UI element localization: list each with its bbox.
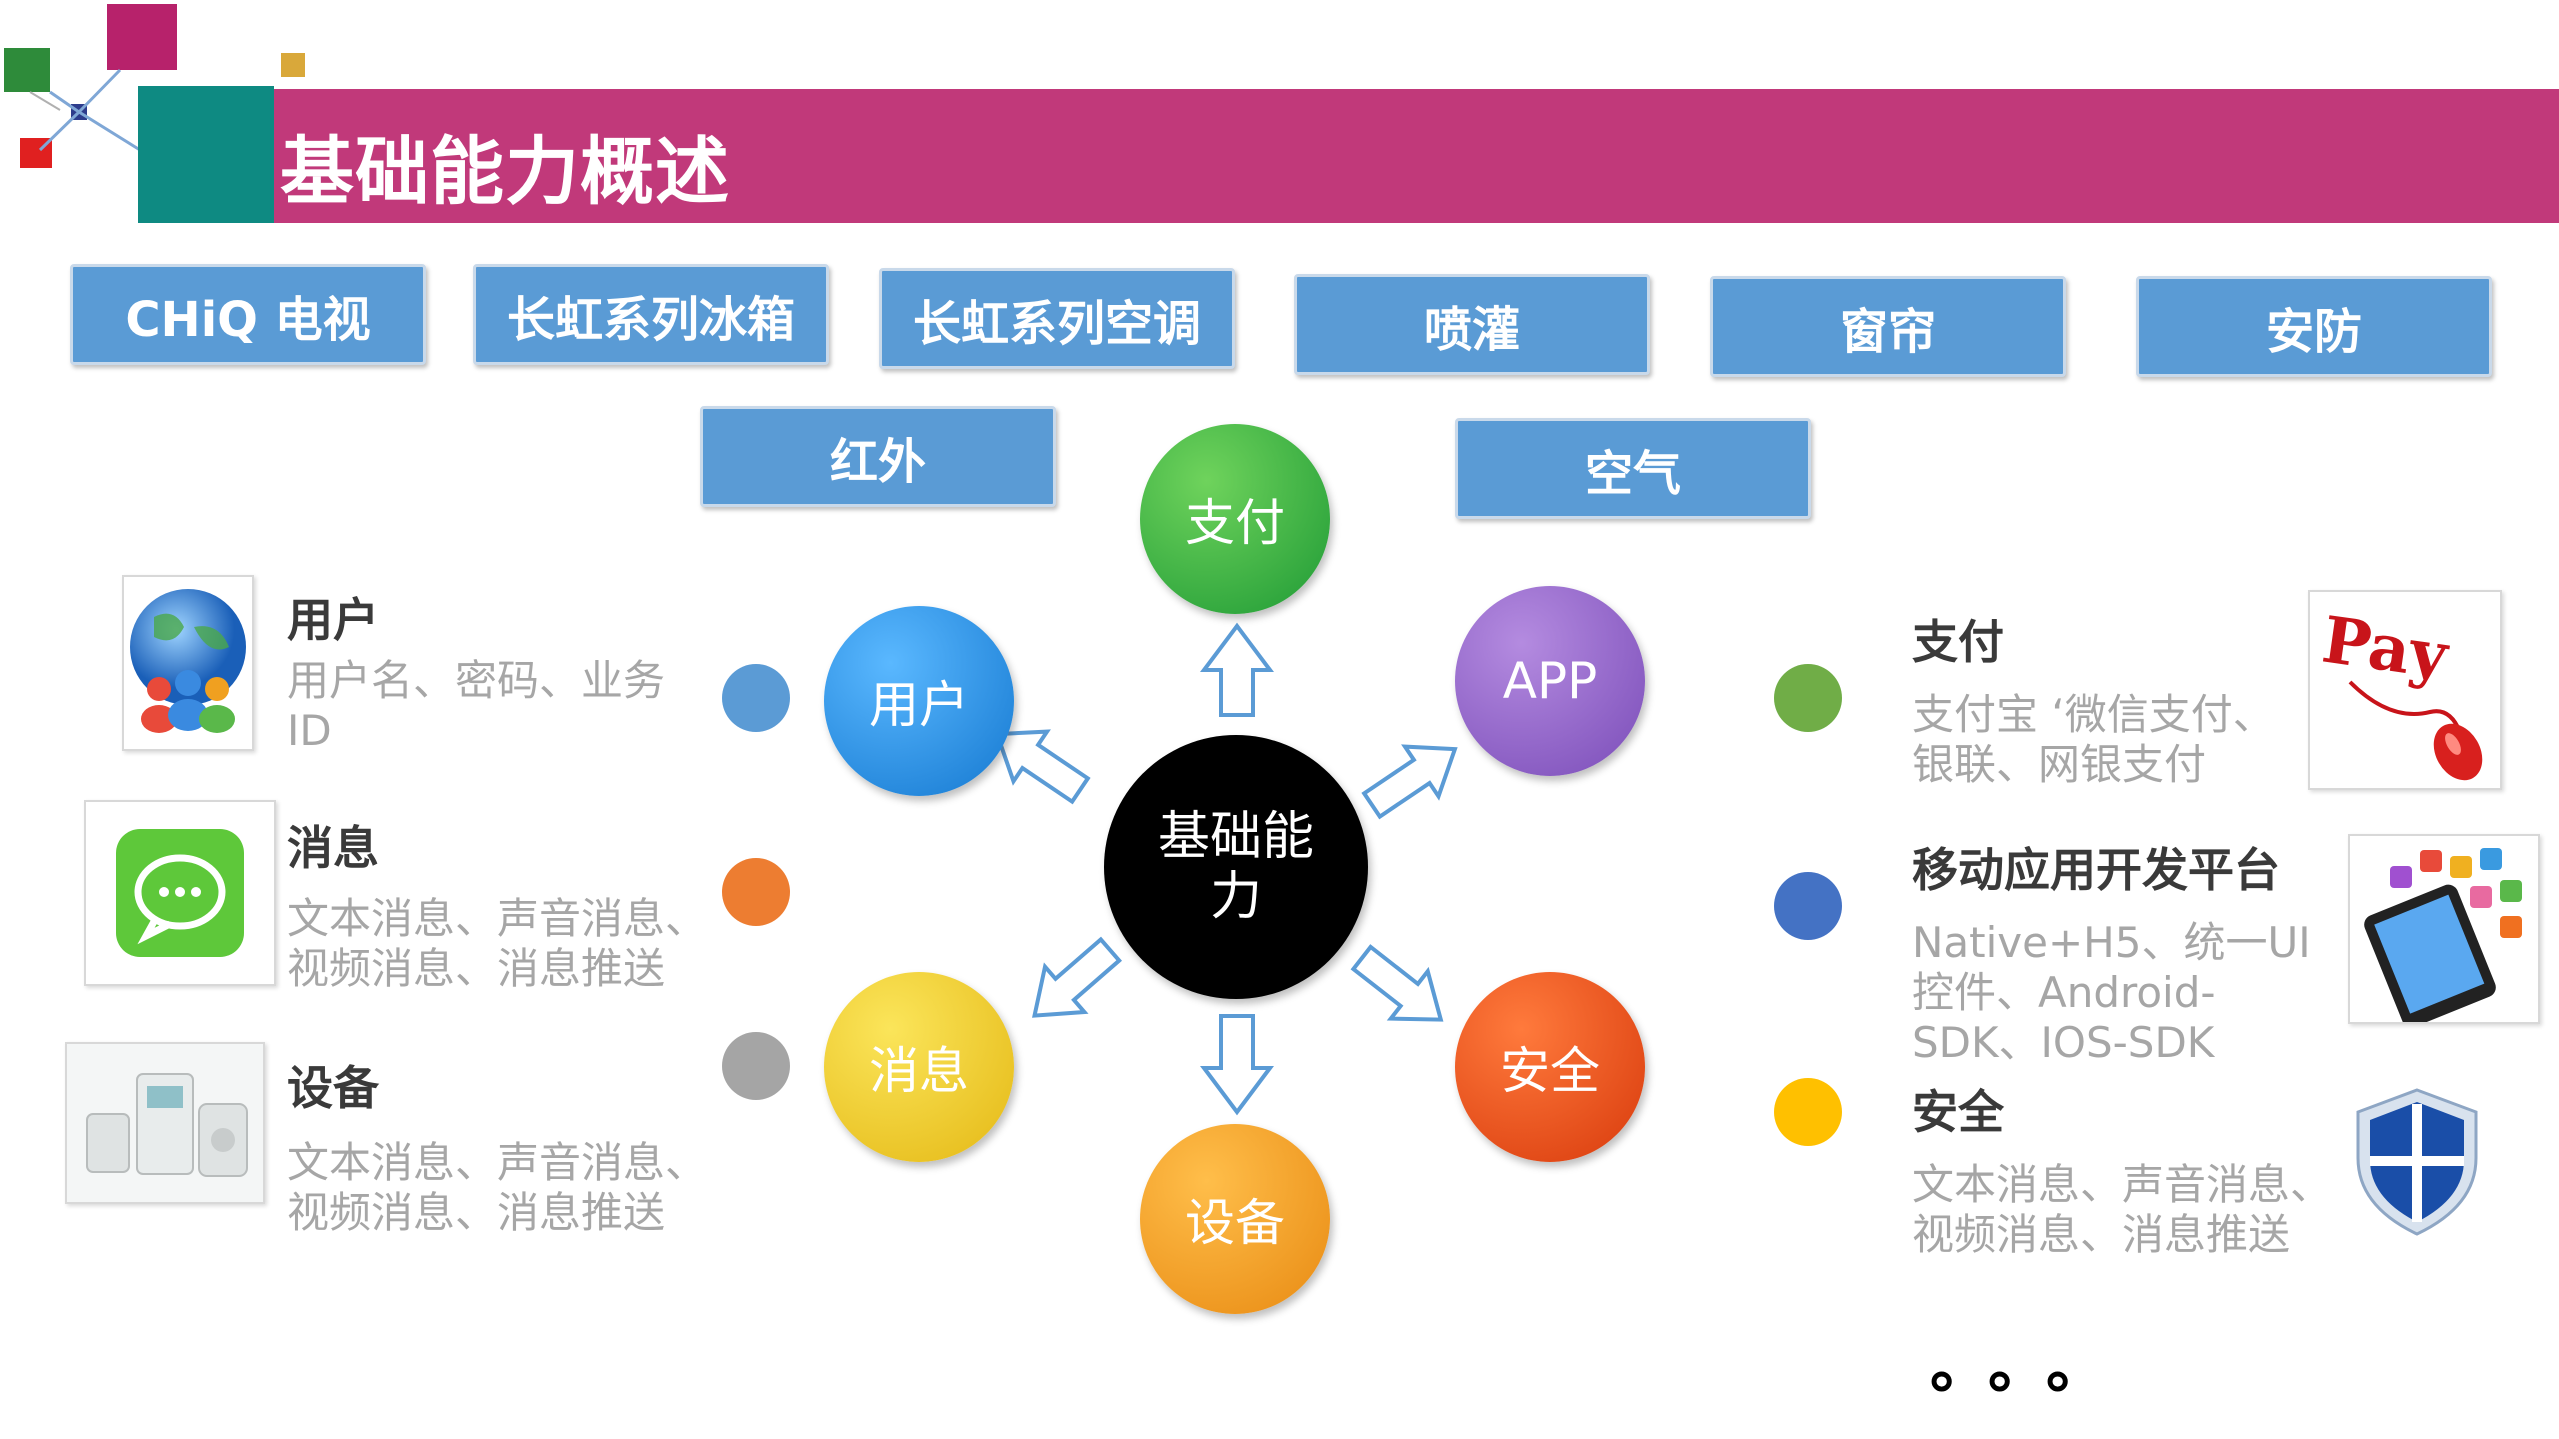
left-feature-message-desc: 文本消息、声音消息、视频消息、消息推送 [287,894,708,993]
tag-chiq-tv: CHiQ 电视 [70,264,426,365]
tag-fridge: 长虹系列冰箱 [473,264,829,365]
arrow-up-left [994,729,1091,805]
right-feature-security-dot [1774,1078,1842,1146]
smartphone-apps-icon [2364,848,2522,1028]
left-feature-message-title: 消息 [287,821,379,875]
right-feature-mobile-dot [1774,872,1842,940]
arrow-down-right [1350,944,1444,1022]
tag-aircon: 长虹系列空调 [879,268,1235,369]
hub-node-security: 安全 [1455,972,1645,1162]
chat-bubble-icon [116,829,244,957]
right-feature-security-desc: 文本消息、声音消息、视频消息、消息推送 [1912,1160,2333,1259]
header-bar [270,89,2559,223]
header-accent-block [138,86,274,223]
hub-node-payment: 支付 [1140,424,1330,614]
more-ellipsis: 。。。 [1930,1332,2134,1402]
tag-infrared: 红外 [700,406,1056,507]
devices-icon [67,1044,263,1202]
shield-icon [2356,1088,2478,1236]
left-feature-device-title: 设备 [287,1061,379,1115]
right-feature-mobile-title: 移动应用开发平台 [1912,843,2280,897]
payment-image: Pay [2308,590,2502,790]
tag-security: 安防 [2136,276,2492,377]
arrow-up [1200,622,1274,717]
left-feature-device-dot [722,1032,790,1100]
hub-node-user: 用户 [824,606,1014,796]
message-image [84,800,276,986]
right-feature-security-title: 安全 [1912,1085,2004,1139]
arrow-down-left [1032,936,1123,1018]
tag-curtain: 窗帘 [1710,276,2066,377]
left-feature-user-desc: 用户名、密码、业务ID [287,656,666,755]
globe-users-icon [130,589,246,733]
left-feature-message-dot [722,858,790,926]
tag-sprinkler: 喷灌 [1294,274,1650,375]
tag-air: 空气 [1455,418,1811,519]
hub-center: 基础能力 [1104,735,1368,999]
device-image [65,1042,265,1204]
arrow-up-right [1361,744,1458,820]
left-feature-user-dot [722,664,790,732]
pay-mouse-icon: Pay [2318,603,2483,781]
right-feature-mobile-desc: Native+H5、统一UI控件、Android-SDK、IOS-SDK [1912,918,2311,1067]
user-image [122,575,254,751]
svg-text:Pay: Pay [2318,603,2454,695]
hub-node-message: 消息 [824,972,1014,1162]
left-feature-user-title: 用户 [287,593,379,647]
mobile-image [2348,834,2540,1028]
right-feature-payment-desc: 支付宝 ‘微信支付、银联、网银支付 [1912,690,2275,789]
arrow-down [1200,1014,1274,1116]
left-feature-device-desc: 文本消息、声音消息、视频消息、消息推送 [287,1138,708,1237]
hub-node-device: 设备 [1140,1124,1330,1314]
right-feature-payment-dot [1774,664,1842,732]
header-decoration [4,4,305,168]
hub-node-app: APP [1455,586,1645,776]
right-feature-payment-title: 支付 [1912,615,2004,669]
page-title: 基础能力概述 [280,129,730,215]
